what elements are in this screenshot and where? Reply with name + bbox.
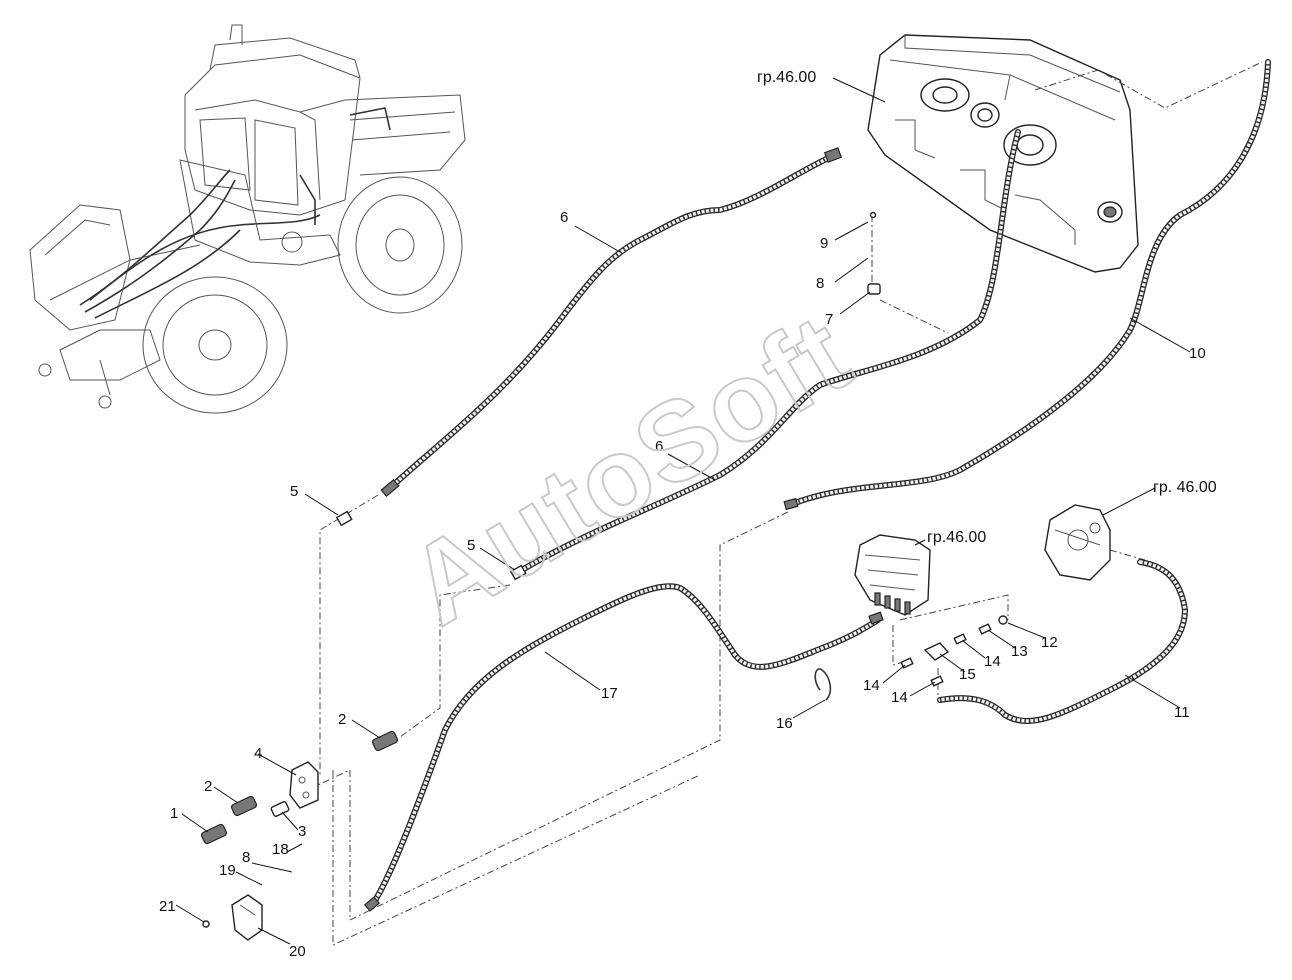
callout-14a: 14	[984, 653, 1001, 670]
callout-5a: 5	[290, 483, 298, 500]
callout-15: 15	[959, 666, 976, 683]
hose-11	[937, 559, 1188, 724]
callout-6b: 6	[655, 438, 663, 455]
callout-11: 11	[1174, 704, 1190, 721]
hose-10	[787, 59, 1271, 508]
callout-17: 17	[601, 685, 618, 702]
tank-group-ref: гр.46.00	[757, 69, 816, 86]
connection-lines	[317, 61, 1263, 946]
valve-group-ref: гр.46.00	[927, 529, 986, 546]
control-valve-block	[854, 534, 931, 616]
callout-19: 19	[219, 862, 236, 879]
callout-16: 16	[776, 715, 793, 732]
callout-6a: 6	[560, 209, 568, 226]
callout-14b: 14	[863, 677, 880, 694]
callout-4: 4	[254, 745, 262, 762]
hose-17	[369, 583, 881, 908]
tractor-hose-routing	[79, 107, 391, 319]
callout-14c: 14	[891, 689, 908, 706]
callout-9: 9	[820, 235, 828, 252]
callout-10: 10	[1189, 345, 1206, 362]
steering-group-ref: гр. 46.00	[1153, 479, 1217, 496]
steering-unit	[1044, 504, 1111, 581]
hose-6-lower	[519, 129, 1021, 573]
callout-1: 1	[170, 805, 178, 822]
hydraulic-tank	[867, 34, 1139, 273]
callout-2a: 2	[204, 778, 212, 795]
callout-12: 12	[1041, 634, 1058, 651]
callout-2b: 2	[338, 711, 346, 728]
fitting-parts	[200, 147, 1008, 941]
tractor-illustration	[29, 24, 466, 414]
callout-7: 7	[825, 311, 833, 328]
callout-8b: 8	[242, 849, 250, 866]
callout-5b: 5	[467, 537, 475, 554]
callout-21: 21	[159, 898, 176, 915]
callout-13: 13	[1011, 643, 1028, 660]
leader-lines	[175, 77, 1191, 945]
callout-20: 20	[289, 943, 306, 960]
hose-6-upper	[385, 152, 838, 493]
callout-18: 18	[272, 841, 289, 858]
callout-3: 3	[298, 823, 306, 840]
callout-8a: 8	[816, 275, 824, 292]
